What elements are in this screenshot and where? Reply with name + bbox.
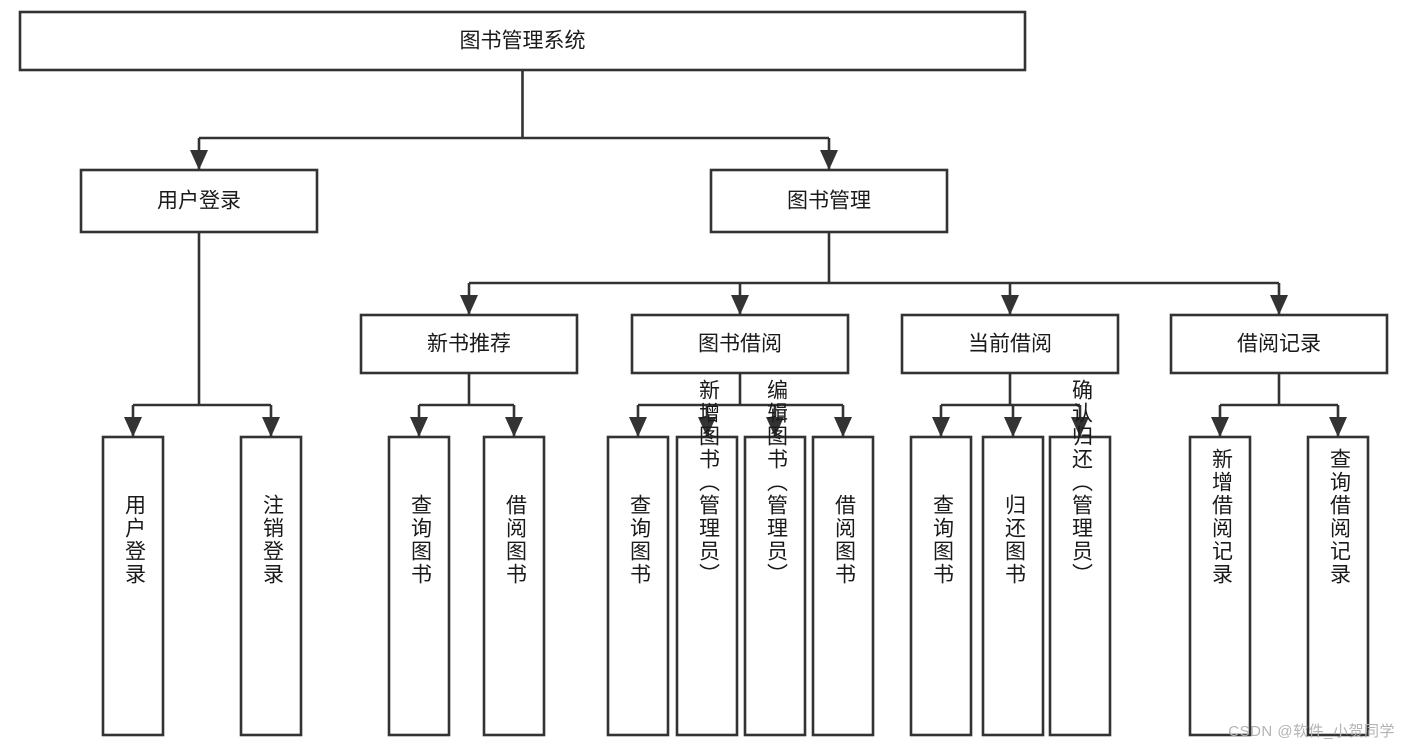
node-new-book-rec[interactable]: 新书推荐 xyxy=(359,313,579,375)
node-box-leaf-borrow-add-book xyxy=(675,435,739,737)
node-box-leaf-borrow-query-book xyxy=(606,435,670,737)
node-box-leaf-record-add xyxy=(1188,435,1252,737)
node-box-leaf-borrow-borrow-book xyxy=(811,435,875,737)
node-book-manage[interactable]: 图书管理 xyxy=(709,168,949,234)
node-box-leaf-user-logout xyxy=(239,435,303,737)
node-leaf-record-add[interactable]: 新增借阅记录 xyxy=(1188,435,1252,737)
node-box-leaf-record-query xyxy=(1306,435,1370,737)
node-label-book-manage: 图书管理 xyxy=(787,190,871,213)
node-leaf-rec-borrow-book[interactable]: 借阅图书 xyxy=(482,435,546,737)
node-box-book-borrow xyxy=(630,313,850,375)
node-label-leaf-borrow-edit-book: 编辑图书（管理员） xyxy=(764,379,788,586)
node-label-leaf-user-login: 用户登录 xyxy=(122,494,146,586)
node-label-leaf-borrow-borrow-book: 借阅图书 xyxy=(832,494,856,586)
node-box-leaf-user-login xyxy=(101,435,165,737)
node-leaf-borrow-add-book[interactable]: 新增图书（管理员） xyxy=(675,379,739,737)
node-user-login[interactable]: 用户登录 xyxy=(79,168,319,234)
node-box-leaf-current-confirm-return xyxy=(1048,435,1112,737)
node-label-book-borrow: 图书借阅 xyxy=(698,333,782,356)
node-box-leaf-rec-query-book xyxy=(387,435,451,737)
node-box-current-borrow xyxy=(900,313,1120,375)
node-leaf-borrow-edit-book[interactable]: 编辑图书（管理员） xyxy=(743,379,807,737)
node-label-leaf-current-confirm-return: 确认归还（管理员） xyxy=(1069,379,1093,586)
node-box-root xyxy=(18,10,1027,72)
node-label-leaf-rec-borrow-book: 借阅图书 xyxy=(503,494,527,586)
node-leaf-rec-query-book[interactable]: 查询图书 xyxy=(387,435,451,737)
node-label-borrow-record: 借阅记录 xyxy=(1237,333,1321,356)
nodes-layer: 图书管理系统用户登录图书管理新书推荐图书借阅当前借阅借阅记录用户登录注销登录查询… xyxy=(18,10,1389,737)
node-book-borrow[interactable]: 图书借阅 xyxy=(630,313,850,375)
node-label-current-borrow: 当前借阅 xyxy=(968,333,1052,356)
node-box-new-book-rec xyxy=(359,313,579,375)
node-leaf-borrow-borrow-book[interactable]: 借阅图书 xyxy=(811,435,875,737)
node-leaf-current-query-book[interactable]: 查询图书 xyxy=(909,435,973,737)
node-label-leaf-record-add: 新增借阅记录 xyxy=(1209,448,1233,586)
node-label-leaf-borrow-add-book: 新增图书（管理员） xyxy=(696,379,720,586)
node-leaf-user-login[interactable]: 用户登录 xyxy=(101,435,165,737)
node-label-new-book-rec: 新书推荐 xyxy=(427,333,511,356)
node-current-borrow[interactable]: 当前借阅 xyxy=(900,313,1120,375)
node-leaf-borrow-query-book[interactable]: 查询图书 xyxy=(606,435,670,737)
node-leaf-current-return-book[interactable]: 归还图书 xyxy=(981,435,1045,737)
node-box-book-manage xyxy=(709,168,949,234)
node-box-leaf-rec-borrow-book xyxy=(482,435,546,737)
node-leaf-current-confirm-return[interactable]: 确认归还（管理员） xyxy=(1048,379,1112,737)
node-label-leaf-borrow-query-book: 查询图书 xyxy=(627,494,651,586)
node-label-user-login: 用户登录 xyxy=(157,190,241,213)
node-root[interactable]: 图书管理系统 xyxy=(18,10,1027,72)
node-leaf-record-query[interactable]: 查询借阅记录 xyxy=(1306,435,1370,737)
node-leaf-user-logout[interactable]: 注销登录 xyxy=(239,435,303,737)
node-box-leaf-current-return-book xyxy=(981,435,1045,737)
node-box-leaf-borrow-edit-book xyxy=(743,435,807,737)
node-box-borrow-record xyxy=(1169,313,1389,375)
node-label-root: 图书管理系统 xyxy=(460,30,586,53)
node-box-user-login xyxy=(79,168,319,234)
node-label-leaf-user-logout: 注销登录 xyxy=(260,494,284,586)
node-label-leaf-record-query: 查询借阅记录 xyxy=(1327,448,1351,586)
node-label-leaf-current-return-book: 归还图书 xyxy=(1002,494,1026,586)
node-borrow-record[interactable]: 借阅记录 xyxy=(1169,313,1389,375)
node-label-leaf-current-query-book: 查询图书 xyxy=(930,494,954,586)
node-label-leaf-rec-query-book: 查询图书 xyxy=(408,494,432,586)
edges-layer xyxy=(124,70,1347,437)
node-box-leaf-current-query-book xyxy=(909,435,973,737)
